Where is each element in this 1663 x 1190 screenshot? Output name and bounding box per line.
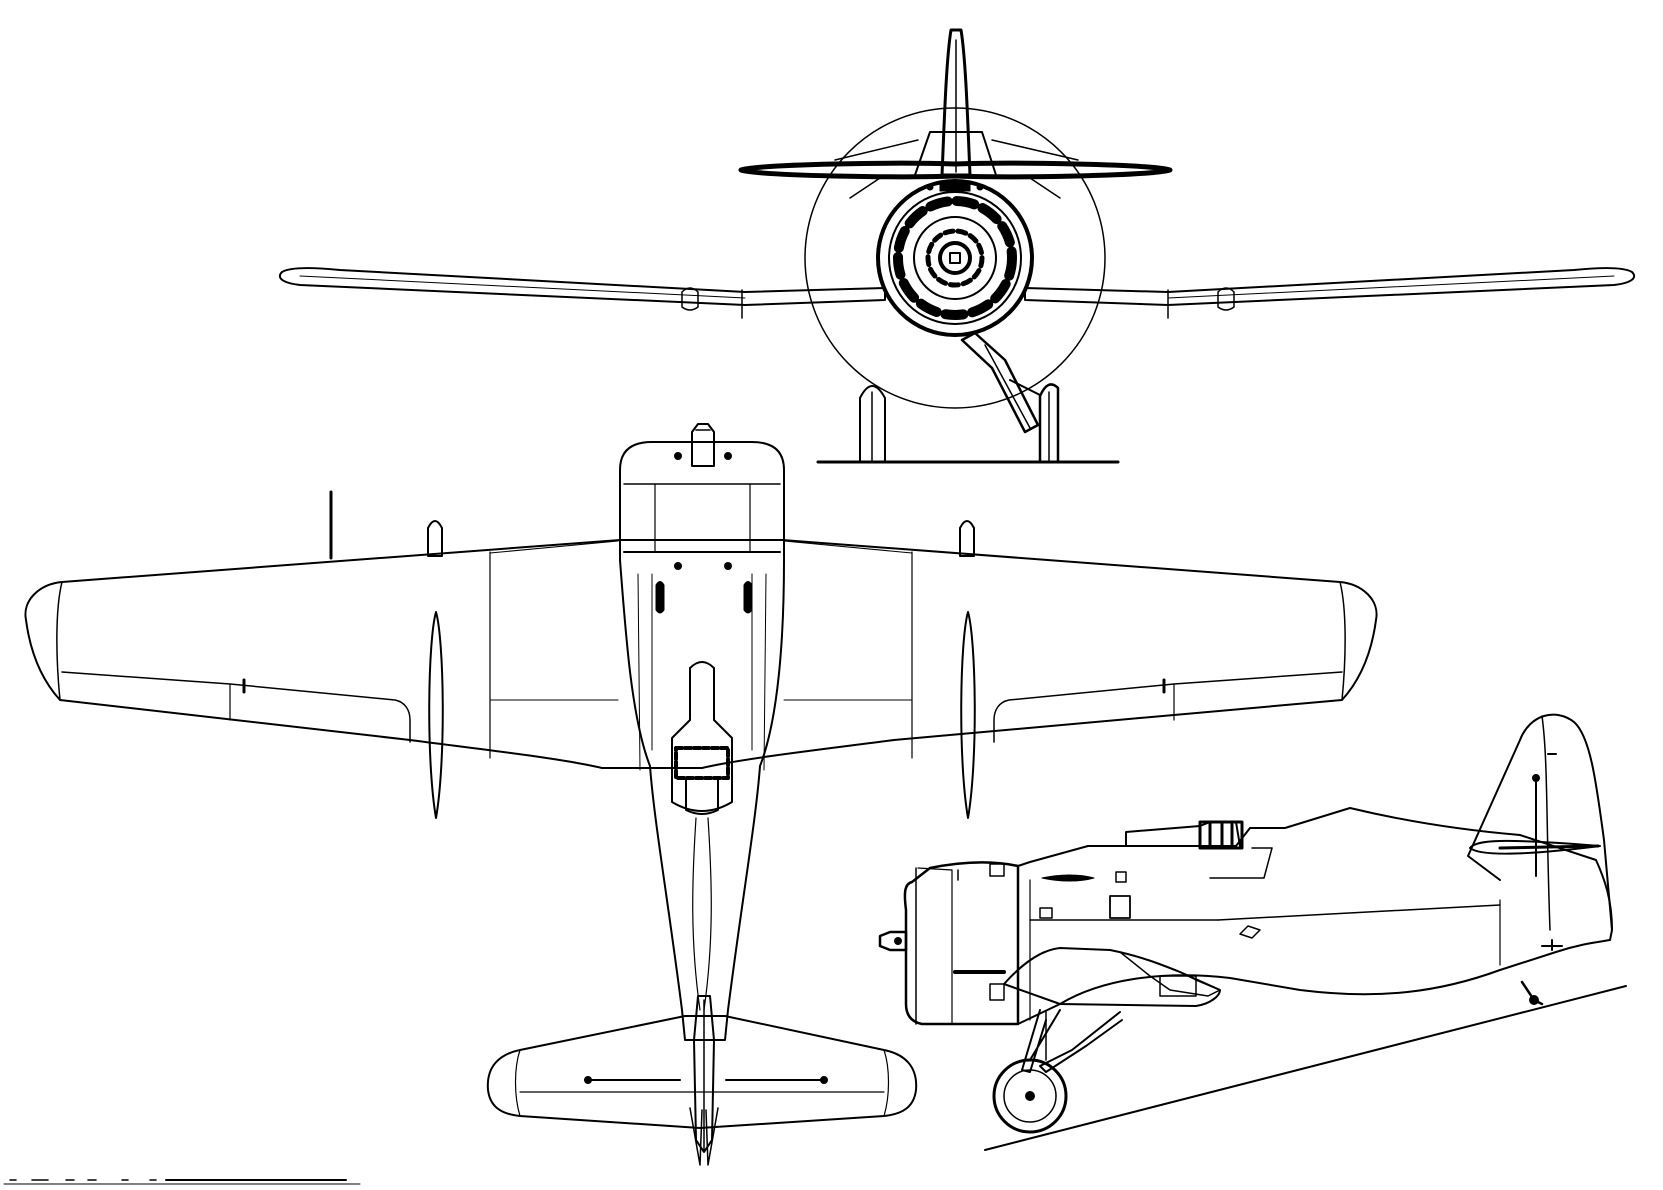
front-view <box>280 30 1634 462</box>
side-exhaust <box>1042 875 1094 881</box>
top-aileron-right <box>994 672 1342 742</box>
top-wing <box>25 540 1376 768</box>
top-store-left <box>429 612 443 818</box>
top-gun-right <box>960 521 974 556</box>
front-wheel-right <box>1040 384 1058 462</box>
top-canopy <box>672 662 732 811</box>
side-tailplane <box>1470 841 1600 854</box>
top-store-right <box>961 612 975 818</box>
front-fin <box>942 30 970 175</box>
side-view <box>880 715 1626 1150</box>
propeller-disc <box>805 108 1105 408</box>
front-wing-right <box>1025 268 1634 305</box>
side-undercarriage <box>1022 1010 1122 1072</box>
top-fuselage <box>620 442 784 1040</box>
front-undercarriage-leg <box>962 333 1038 432</box>
top-gun-left <box>428 521 442 556</box>
top-aileron-left <box>62 672 410 742</box>
top-tailplane <box>488 1016 916 1128</box>
side-spinner <box>880 932 906 950</box>
front-fitting-right <box>1218 288 1234 310</box>
front-fitting-left <box>682 288 698 310</box>
front-spinner <box>940 243 970 273</box>
side-fin <box>1468 715 1612 930</box>
side-wheel <box>994 1060 1066 1132</box>
side-ground-line <box>985 986 1626 1150</box>
top-spinner <box>692 424 714 466</box>
front-wing-left <box>280 268 885 305</box>
front-engine-cylinders <box>898 201 1012 315</box>
front-tailplane <box>741 163 1170 177</box>
side-canopy <box>1126 822 1240 846</box>
top-view <box>25 424 1376 1165</box>
scale-bar <box>4 1180 360 1184</box>
side-wing <box>1004 948 1220 1006</box>
